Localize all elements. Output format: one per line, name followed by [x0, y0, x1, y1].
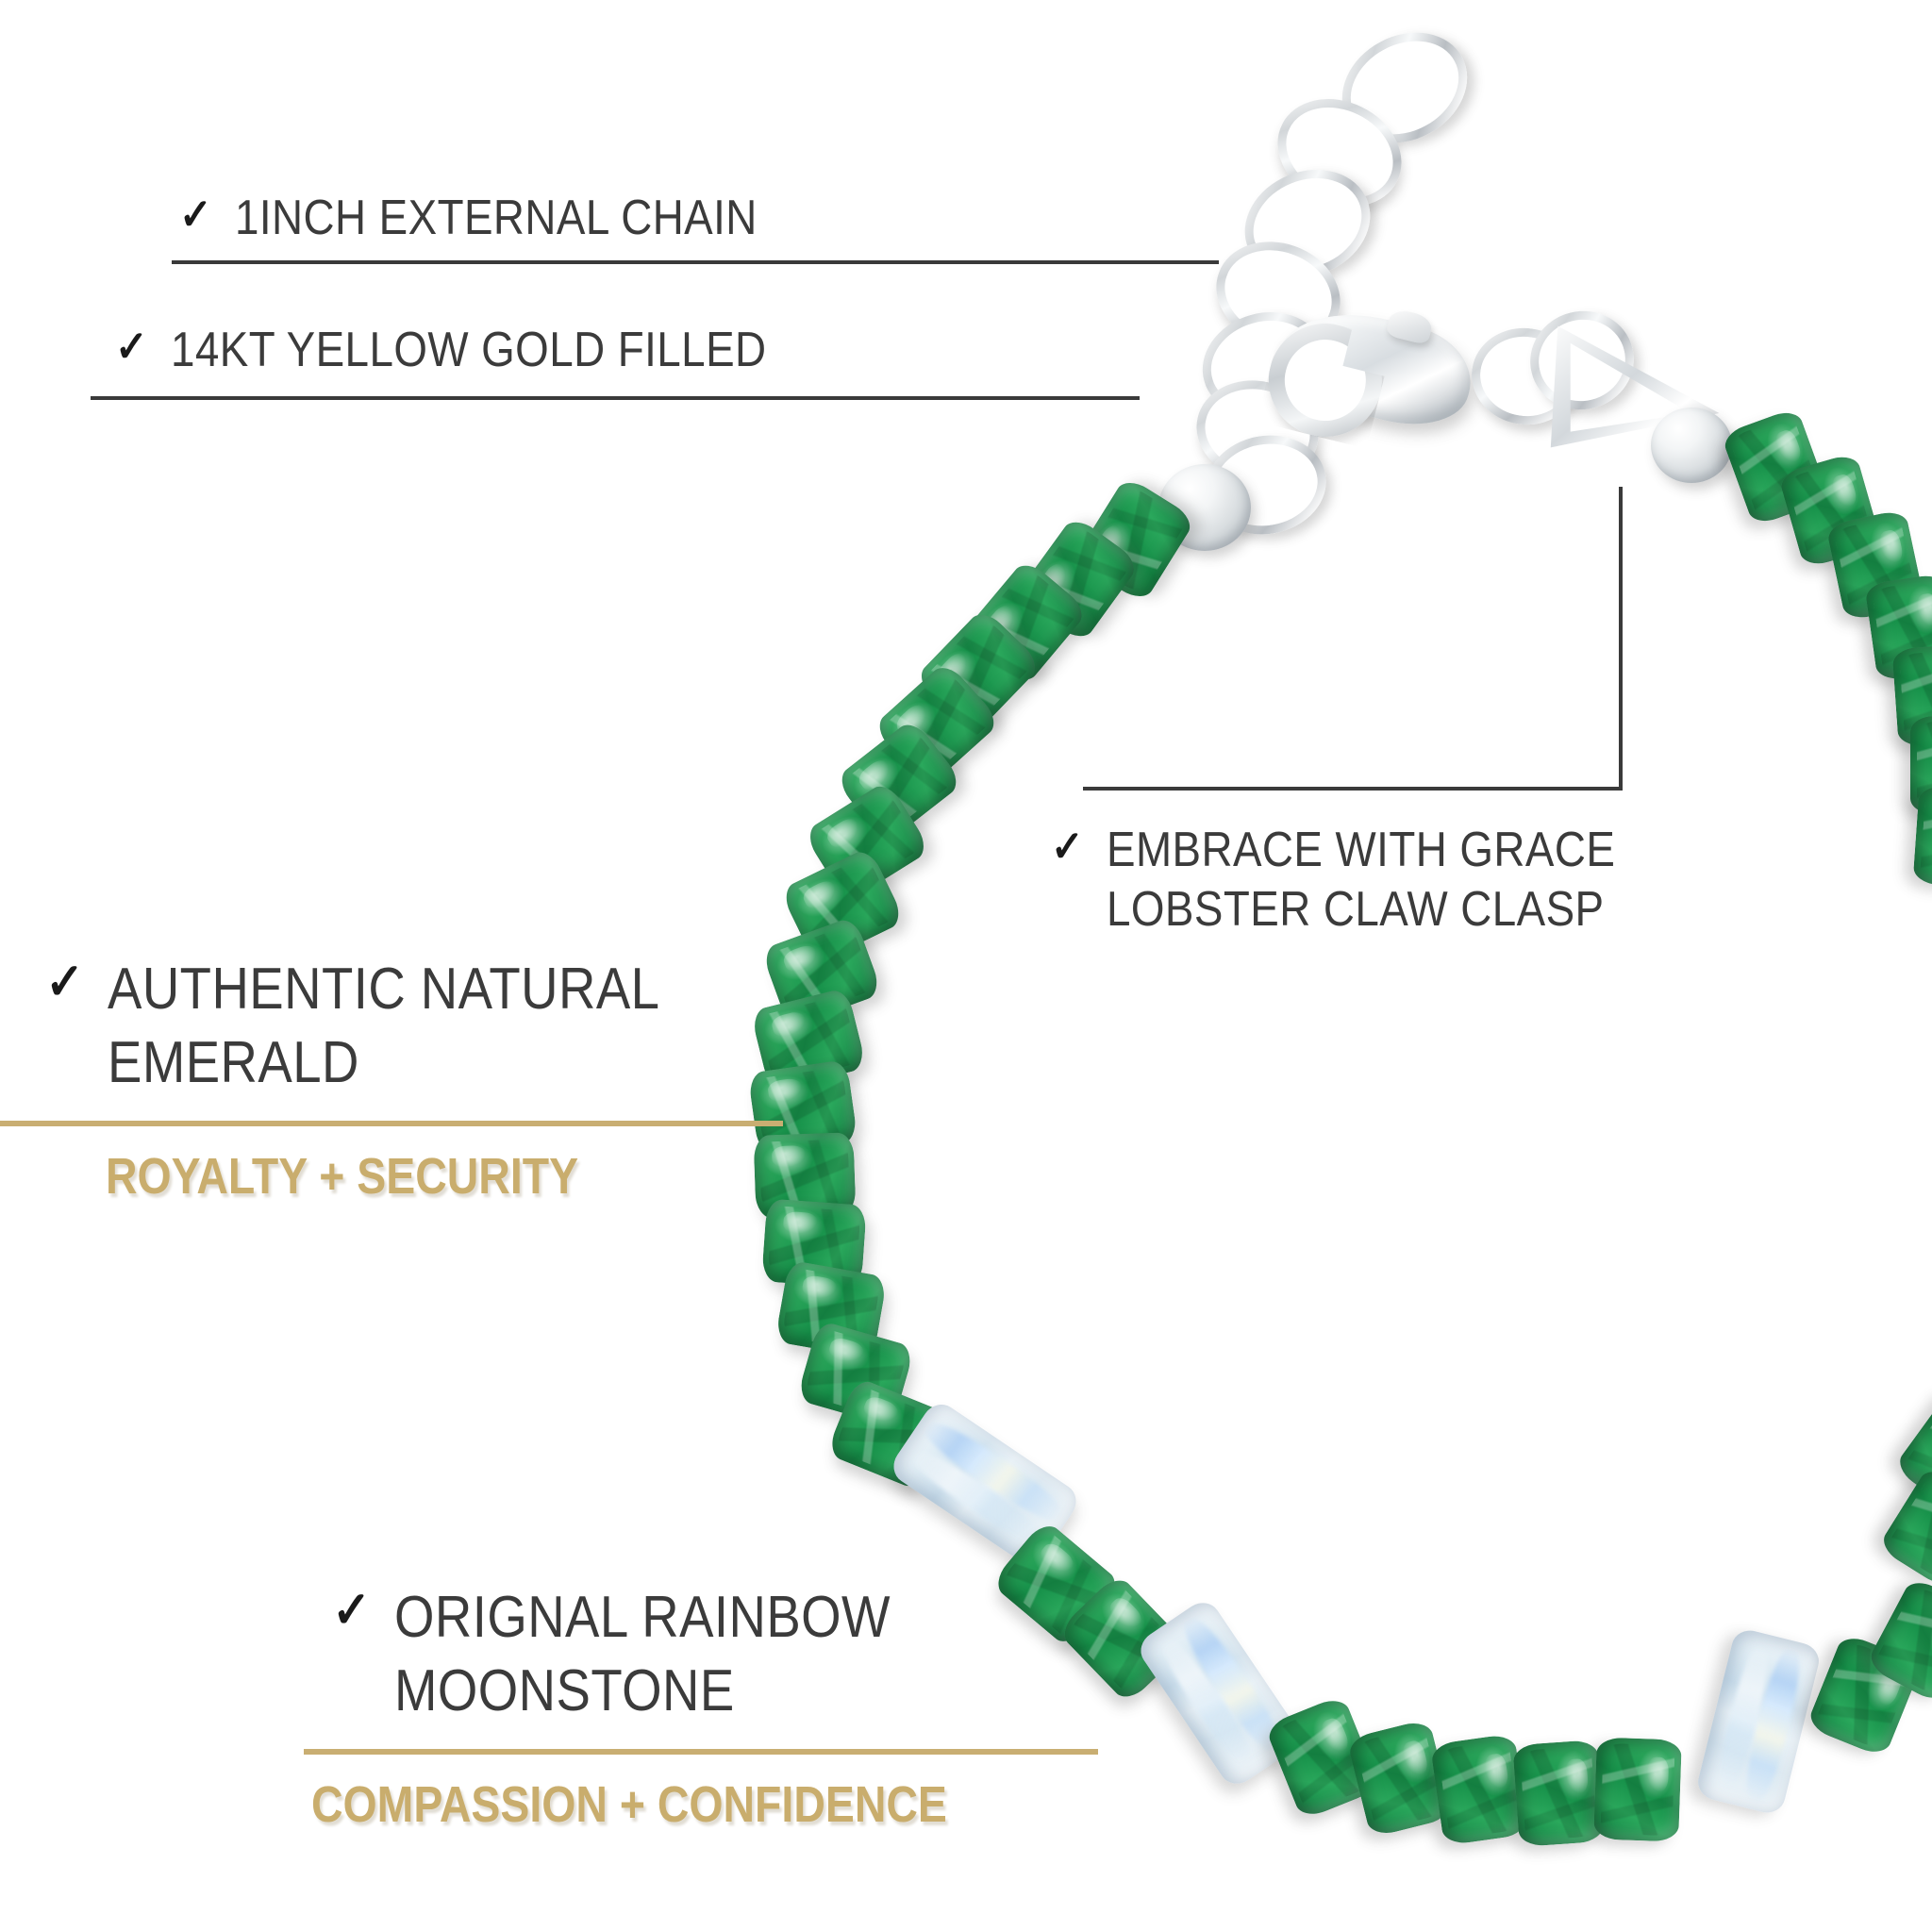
- callout-authentic-emerald-line-2: EMERALD: [107, 1030, 359, 1096]
- leader-line-clasp-vertical: [1619, 487, 1623, 791]
- check-mark-icon: ✓: [178, 190, 213, 239]
- leader-line-gold-filled: [91, 396, 1140, 400]
- check-mark-icon: ✓: [114, 322, 149, 371]
- callout-lobster-clasp-line-2: LOBSTER CLAW CLASP: [1107, 882, 1605, 938]
- callout-rainbow-moonstone-line-1: ORIGNAL RAINBOW: [393, 1585, 891, 1650]
- callout-lobster-clasp-line-1: EMBRACE WITH GRACE: [1107, 823, 1616, 877]
- check-mark-icon: ✓: [1050, 822, 1085, 871]
- check-mark-icon: ✓: [45, 954, 85, 1010]
- callout-rainbow-moonstone: ✓ ORIGNAL RAINBOW MOONSTONE: [330, 1581, 958, 1728]
- callout-authentic-emerald: ✓ AUTHENTIC NATURAL EMERALD: [43, 953, 735, 1100]
- callout-authentic-emerald-line-1: AUTHENTIC NATURAL: [107, 957, 660, 1022]
- silver-end-bead-right: [1651, 408, 1732, 483]
- callout-gold-filled-label: 14KT YELLOW GOLD FILLED: [171, 323, 767, 377]
- check-mark-icon: ✓: [332, 1582, 372, 1639]
- leader-line-external-chain: [172, 260, 1219, 264]
- benefit-text-moonstone: COMPASSION + CONFIDENCE: [311, 1776, 947, 1833]
- callout-external-chain-label: 1INCH EXTERNAL CHAIN: [235, 191, 758, 245]
- benefit-text-emerald: ROYALTY + SECURITY: [106, 1148, 579, 1205]
- leader-line-clasp-horizontal: [1083, 787, 1623, 791]
- callout-lobster-clasp: ✓ EMBRACE WITH GRACE LOBSTER CLAW CLASP: [1049, 821, 1685, 941]
- gold-rule-emerald: [0, 1121, 783, 1126]
- gold-rule-moonstone: [304, 1749, 1098, 1755]
- callout-external-chain: ✓ 1INCH EXTERNAL CHAIN: [177, 189, 828, 248]
- callout-rainbow-moonstone-line-2: MOONSTONE: [393, 1658, 735, 1724]
- callout-gold-filled: ✓ 14KT YELLOW GOLD FILLED: [113, 321, 848, 380]
